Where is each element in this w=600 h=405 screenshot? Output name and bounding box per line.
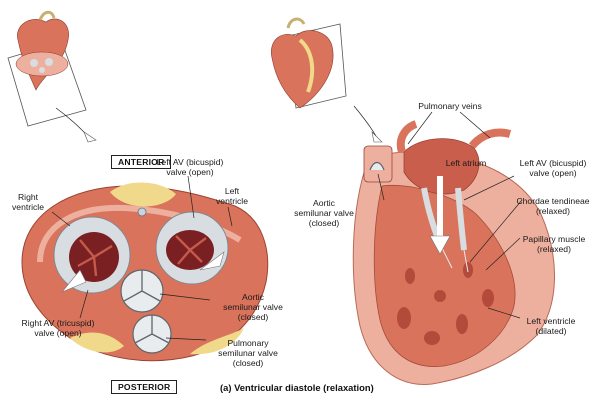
- label-aortic-semilunar-valve-right: Aortic semilunar valve (closed): [290, 198, 358, 228]
- orientation-heart-section-icon: [271, 19, 382, 142]
- label-pulmonary-veins: Pulmonary veins: [410, 101, 490, 111]
- posterior-tag: POSTERIOR: [111, 380, 177, 394]
- label-right-ventricle: Right ventricle: [4, 192, 52, 212]
- label-left-ventricle: Left ventricle: [212, 186, 252, 206]
- label-left-ventricle-dilated: Left ventricle (dilated): [516, 316, 586, 336]
- label-left-atrium: Left atrium: [438, 158, 494, 168]
- figure-caption: (a) Ventricular diastole (relaxation): [220, 382, 374, 393]
- label-right-av-valve-open: Right AV (tricuspid) valve (open): [6, 318, 110, 338]
- label-left-av-valve-open: Left AV (bicuspid) valve (open): [140, 157, 240, 177]
- label-chordae-tendineae: Chordae tendineae (relaxed): [510, 196, 596, 216]
- orientation-heart-with-plane-icon: [8, 12, 96, 142]
- label-pulmonary-semilunar-valve: Pulmonary semilunar valve (closed): [206, 338, 290, 368]
- label-papillary-muscle: Papillary muscle (relaxed): [512, 234, 596, 254]
- label-left-av-valve-open-right: Left AV (bicuspid) valve (open): [508, 158, 598, 178]
- label-aortic-semilunar-valve-left: Aortic semilunar valve (closed): [210, 292, 296, 322]
